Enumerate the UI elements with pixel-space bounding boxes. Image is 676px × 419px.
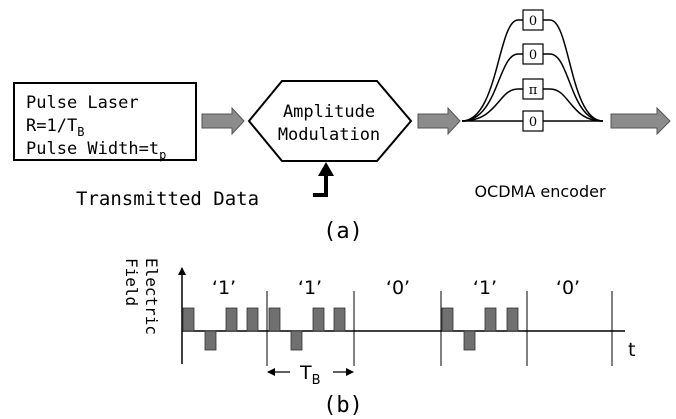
pulse-2-3 [312,307,325,332]
flow-arrow-3 [610,106,671,136]
data-input-arrowhead [318,162,334,176]
encoder-label: OCDMA encoder [474,182,605,201]
transmitted-data-label: Transmitted Data [76,188,259,210]
x-axis-label: t [628,339,635,361]
pulse-1-2 [204,330,217,351]
phase-box-2 [522,43,544,65]
pulse-4-1 [441,307,454,332]
pulse-1-1 [182,307,195,332]
caption-b: (b) [323,393,363,418]
pulse-4-4 [506,307,519,332]
bit-label-4: ‘1’ [473,277,497,299]
pulse-4-2 [463,330,476,351]
phase-box-1 [522,9,544,31]
laser-line-2: R=1/TB [26,116,84,139]
phase-value-1: 0 [529,14,537,29]
waveform-plot: Electric Field t ‘1’ ‘1’ ‘0’ ‘1’ ‘0’ [122,258,635,388]
modulator-line-1: Amplitude [283,102,375,122]
pulse-1-3 [225,307,238,332]
bit-label-5: ‘0’ [556,277,580,299]
pulse-laser-block: Pulse Laser R=1/TB Pulse Width=tp [13,82,197,162]
laser-line-3: Pulse Width=tp [26,139,166,162]
bit-label-2: ‘1’ [298,277,322,299]
data-input-line [313,175,328,197]
pulse-2-1 [268,307,281,332]
phase-value-2: 0 [529,48,537,63]
pulse-1-4 [246,307,259,332]
flow-arrow-2 [417,106,461,136]
y-axis-label-line-2: Field [122,258,141,306]
pulse-2-2 [290,330,303,351]
bit-label-3: ‘0’ [386,277,410,299]
phase-box-3 [522,78,544,100]
encoder-branch-2 [461,53,604,122]
pulse-laser-box [13,82,197,161]
modulator-hexagon [247,80,413,162]
phase-value-4: 0 [529,115,537,130]
amplitude-modulator-block: Amplitude Modulation [247,80,413,162]
laser-line-1: Pulse Laser [26,93,139,113]
flow-arrow-1 [201,106,245,136]
phase-value-3: π [529,83,538,98]
encoder-branch-1 [461,19,604,122]
bit-label-1: ‘1’ [212,277,236,299]
pulse-4-3 [484,307,497,332]
ocdma-encoder: 0 0 π 0 OCDMA encoder [461,9,606,201]
phase-box-4 [522,110,544,132]
caption-a: (a) [323,219,363,244]
pulse-2-4 [333,307,346,332]
y-axis-label-line-1: Electric [142,258,161,335]
data-input: Transmitted Data [76,162,334,210]
period-label: TB [299,362,321,388]
modulator-line-2: Modulation [278,125,380,145]
